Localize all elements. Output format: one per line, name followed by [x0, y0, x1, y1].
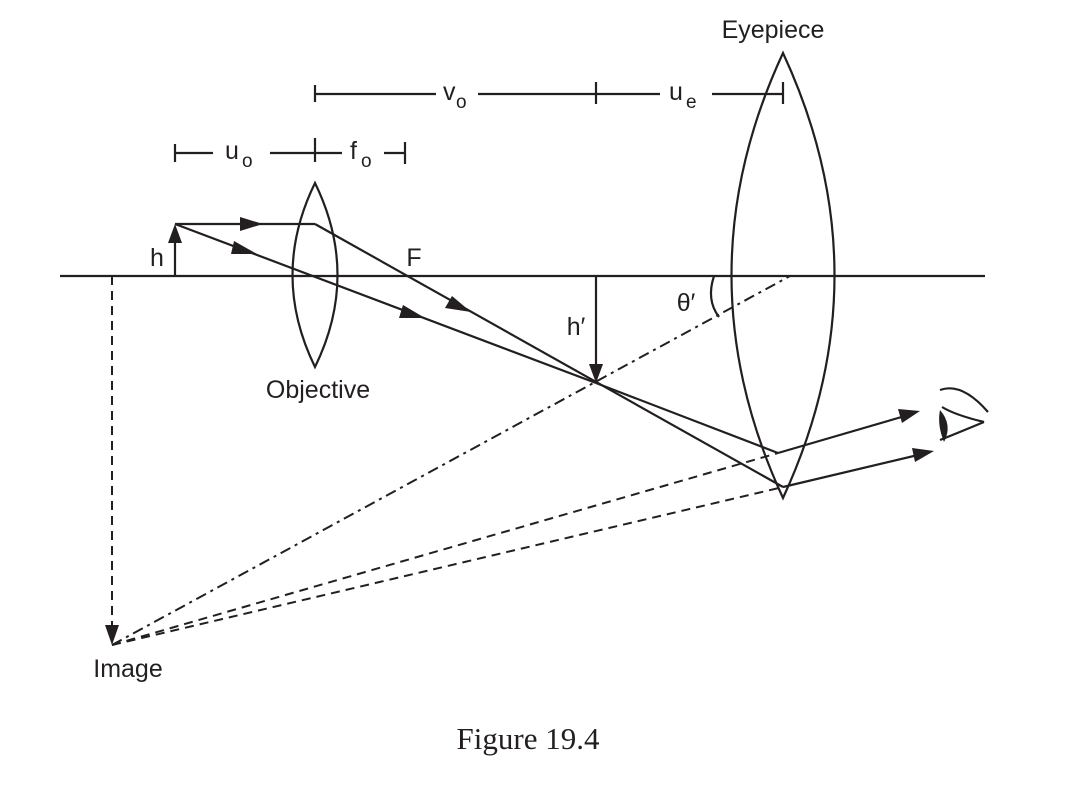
figure-caption: Figure 19.4 [457, 721, 600, 756]
virtual-ray-extensions [111, 275, 791, 646]
fo-subscript: o [361, 151, 372, 172]
eye-icon [939, 387, 989, 442]
eyepiece-lens [730, 50, 836, 501]
focal-point-label: F [406, 244, 421, 272]
uo-label: u [225, 137, 239, 165]
image-label: Image [93, 655, 162, 683]
dimension-ue [596, 82, 785, 104]
uo-subscript: o [242, 151, 253, 172]
fo-label: f [350, 137, 357, 165]
object-arrow [168, 224, 182, 276]
image-height-label: h′ [567, 313, 586, 341]
objective-lens [291, 180, 339, 370]
emergent-rays [777, 409, 934, 489]
objective-label: Objective [266, 376, 370, 404]
angle-arc [709, 275, 720, 318]
angle-label: θ′ [677, 289, 696, 317]
object-height-label: h [150, 244, 164, 272]
ray-parallel [175, 217, 784, 488]
ue-subscript: e [686, 92, 697, 113]
vo-subscript: o [456, 92, 467, 113]
final-image-arrow [105, 276, 119, 645]
ue-label: u [669, 78, 683, 106]
dimension-uo [173, 138, 317, 162]
eyepiece-label: Eyepiece [722, 16, 825, 44]
intermediate-image-arrow [589, 276, 603, 383]
vo-label: v [443, 78, 456, 106]
ray-central [174, 222, 779, 455]
dimension-fo [315, 142, 407, 164]
